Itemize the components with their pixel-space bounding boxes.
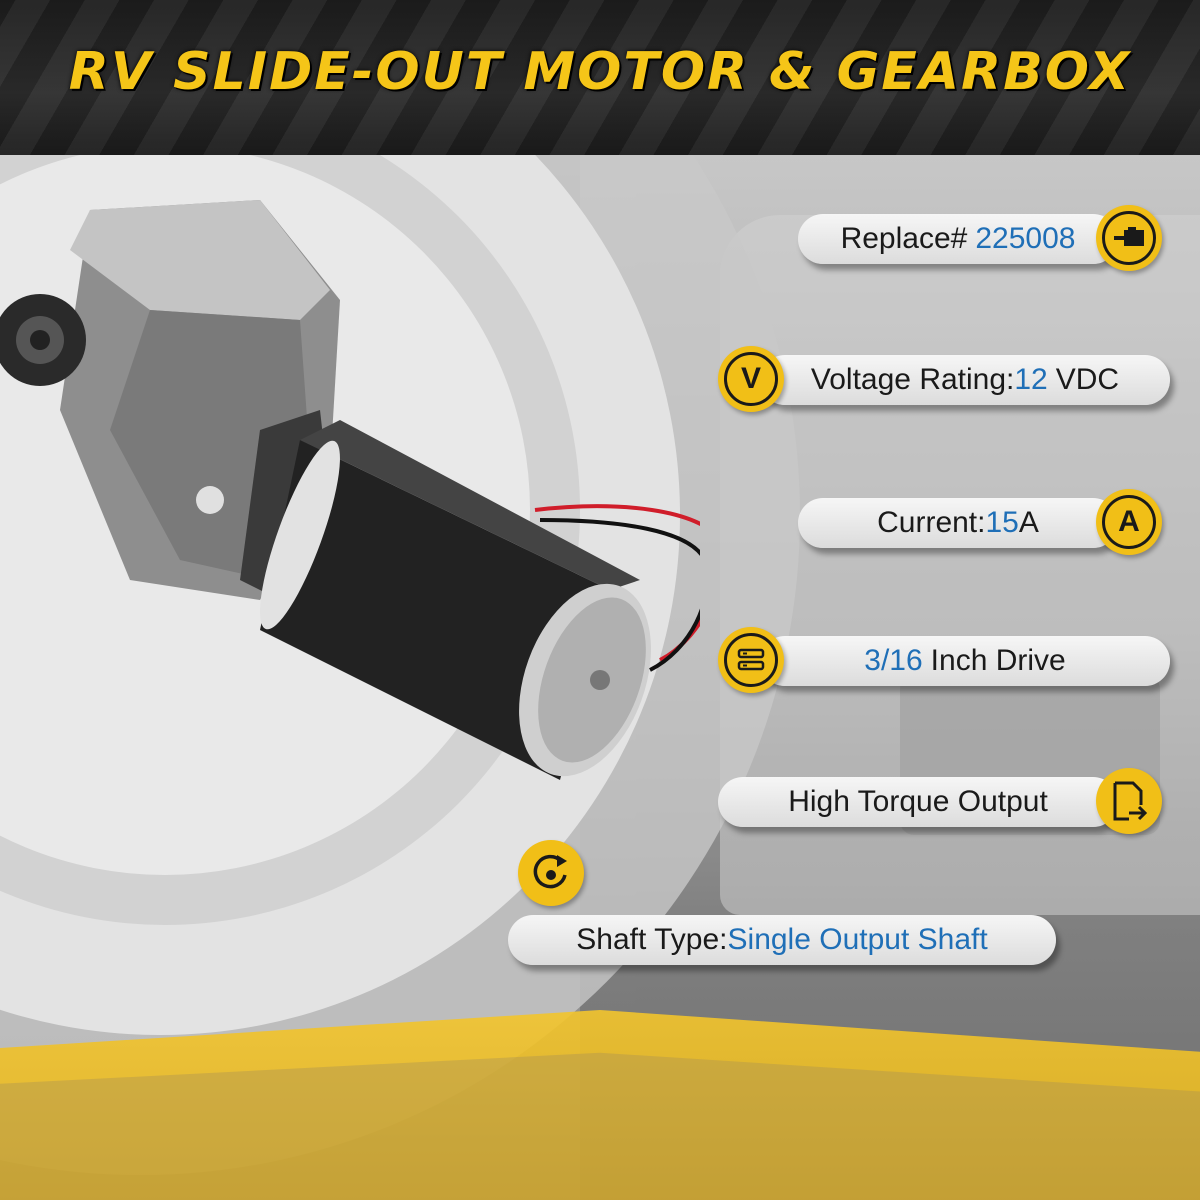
spec-current-value: 15	[985, 506, 1019, 539]
spec-torque-pill: High Torque Output	[718, 777, 1118, 827]
gearbox-housing	[60, 200, 340, 600]
spec-voltage-pill: Voltage Rating: 12 VDC	[760, 355, 1170, 405]
spec-drive-pill: 3/16 Inch Drive	[760, 636, 1170, 686]
spec-current-label: Current:	[877, 506, 986, 539]
a-circle-icon: A	[1096, 489, 1162, 555]
spec-drive-label: Inch Drive	[930, 644, 1066, 677]
yellow-base-band	[0, 1010, 1200, 1200]
spec-shaft-label: Shaft Type:	[576, 923, 728, 956]
output-document-icon	[1096, 768, 1162, 834]
spec-replace-value: 225008	[975, 222, 1076, 255]
motor-body	[260, 420, 651, 780]
header-banner: RV SLIDE-OUT MOTOR & GEARBOX	[0, 0, 1200, 155]
spec-current-pill: Current: 15 A	[798, 498, 1118, 548]
spec-torque-label: High Torque Output	[788, 785, 1048, 818]
spec-current-unit: A	[1018, 506, 1039, 539]
spec-shaft-pill: Shaft Type: Single Output Shaft	[508, 915, 1056, 965]
v-circle-icon: V	[718, 346, 784, 412]
spec-voltage-unit: VDC	[1055, 363, 1120, 396]
drive-icon	[718, 627, 784, 693]
sprocket	[0, 294, 86, 386]
page-title: RV SLIDE-OUT MOTOR & GEARBOX	[68, 42, 1132, 102]
motor-plug-icon	[1096, 205, 1162, 271]
motor-gearbox-illustration	[0, 200, 700, 780]
spec-shaft-value: Single Output Shaft	[727, 923, 988, 956]
spec-replace-pill: Replace# 225008	[798, 214, 1118, 264]
motor-wires	[534, 504, 700, 672]
rotation-icon	[518, 840, 584, 906]
spec-voltage-value: 12	[1014, 363, 1048, 396]
spec-voltage-label: Voltage Rating:	[810, 363, 1015, 396]
spec-replace-label: Replace#	[840, 222, 968, 255]
spec-drive-value: 3/16	[864, 644, 923, 677]
